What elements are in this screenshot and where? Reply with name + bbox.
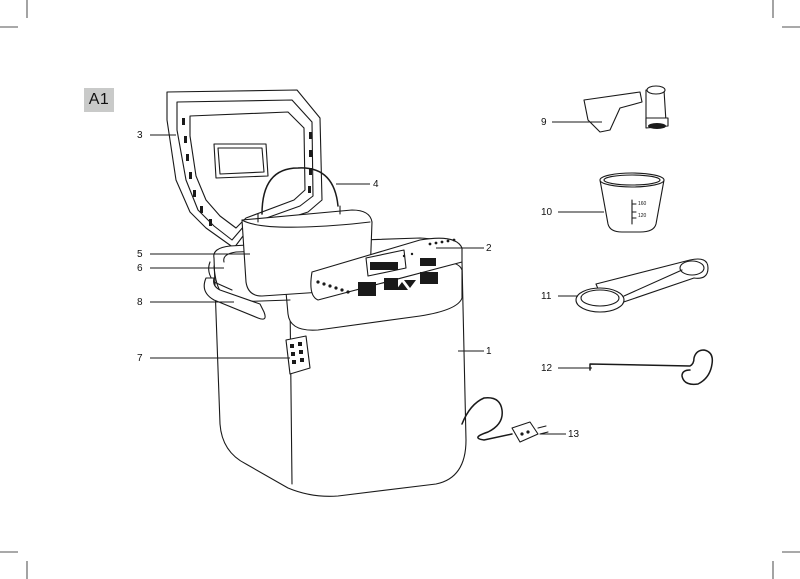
callout-10: 10 (541, 207, 553, 218)
cup-mark-160: 160 (638, 201, 647, 207)
callout-11: 11 (541, 291, 552, 302)
callout-12: 12 (541, 363, 553, 374)
callout-4: 4 (373, 179, 379, 190)
power-cord-illustration (461, 397, 549, 443)
figure-id-badge: A1 (84, 88, 114, 112)
handle-illustration (203, 277, 266, 320)
callout-2: 2 (486, 243, 492, 254)
measuring-spoon-illustration (575, 258, 709, 313)
callout-13: 13 (568, 429, 580, 440)
callout-7: 7 (137, 353, 143, 364)
vent-grille-illustration (285, 335, 311, 375)
callout-1: 1 (486, 346, 492, 357)
callout-3: 3 (137, 130, 143, 141)
kneading-paddle-illustration (583, 85, 669, 133)
callout-6: 6 (137, 263, 143, 274)
lid-illustration (166, 89, 323, 249)
callout-numbers: 1 2 3 4 5 6 7 8 9 10 11 12 13 (137, 117, 580, 440)
control-panel-illustration (310, 237, 463, 301)
callout-8: 8 (137, 297, 143, 308)
callout-5: 5 (137, 249, 143, 260)
measuring-cup-illustration: 160 120 (599, 172, 665, 233)
callout-9: 9 (541, 117, 547, 128)
cup-mark-120: 120 (638, 213, 647, 219)
hook-tool-illustration (589, 349, 714, 386)
callout-leaders (150, 121, 604, 435)
